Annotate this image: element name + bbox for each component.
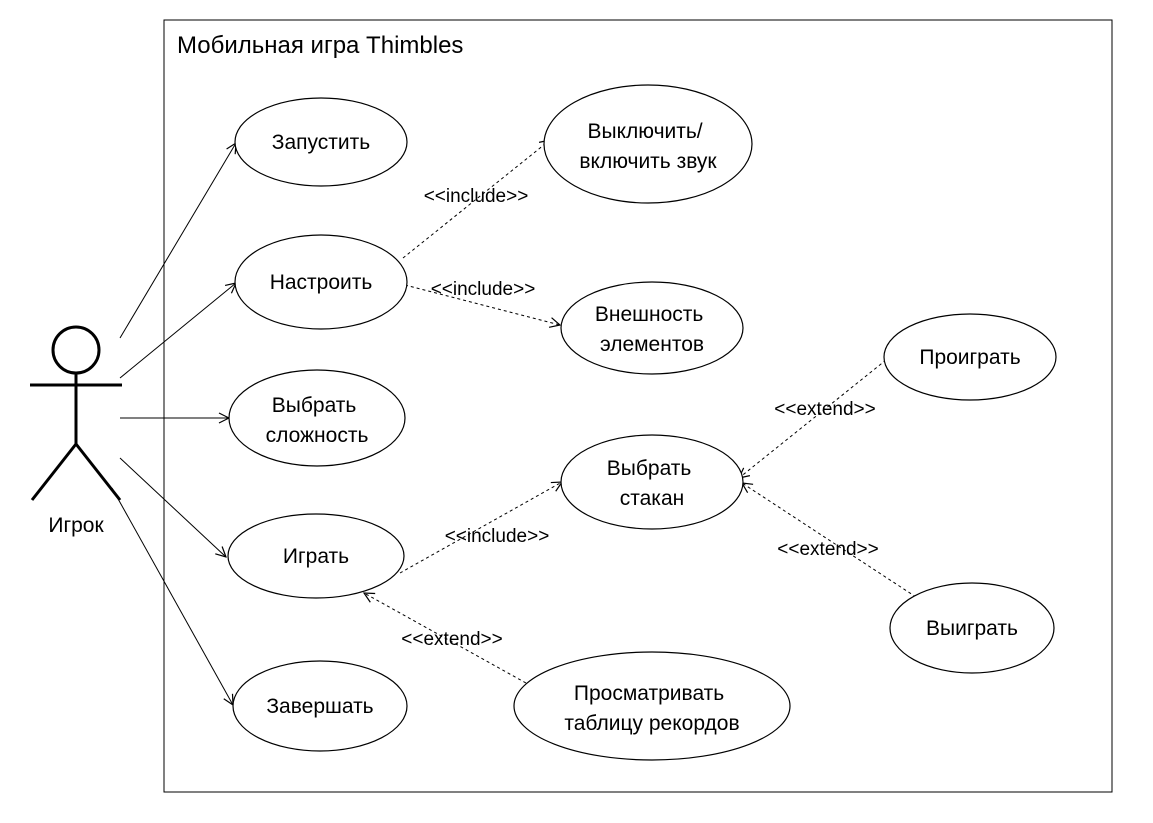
use-case-appearance: Внешность элементов	[560, 281, 744, 375]
use-case-finish-label: Завершать	[266, 695, 373, 718]
association-play	[119, 457, 226, 557]
svg-text:Выключить/ включить звук: Выключить/ включить звук	[579, 120, 717, 173]
use-case-choose-cup-label-1: Выбрать	[607, 457, 692, 480]
use-case-configure-label: Настроить	[270, 271, 373, 294]
actor: Игрок	[30, 325, 122, 537]
use-case-choose-cup: Выбрать стакан	[560, 434, 744, 530]
use-case-leaderboard: Просматривать таблицу рекордов	[513, 651, 791, 761]
use-case-toggle-sound-label-1: Выключить/	[588, 120, 703, 143]
use-case-leaderboard-label-1: Просматривать	[574, 682, 724, 705]
include-sound-line	[402, 140, 550, 259]
include-label-cup: <<include>>	[445, 526, 550, 547]
svg-text:Выбрать стакан: Выбрать стакан	[607, 457, 697, 510]
extend-label-win: <<extend>>	[777, 539, 878, 560]
extend-win-line	[742, 483, 917, 598]
svg-text:Просматривать таблицу ре: Просматривать таблицу рекордов	[564, 682, 739, 735]
use-case-lose: Проиграть	[883, 313, 1057, 401]
actor-associations	[111, 143, 236, 705]
use-case-toggle-sound: Выключить/ включить звук	[543, 84, 753, 204]
extend-leaderboard-line	[364, 593, 527, 684]
include-appearance-line	[404, 284, 560, 325]
use-case-play: Играть	[227, 513, 405, 599]
association-configure	[119, 283, 236, 379]
use-case-choose-difficulty-label-2: сложность	[266, 424, 369, 447]
include-cup-line	[399, 482, 562, 574]
svg-text:Настроить: Настроить	[270, 271, 373, 294]
extend-label-lose: <<extend>>	[774, 399, 875, 420]
use-case-win: Выиграть	[889, 582, 1055, 674]
svg-text:Выбрать сложность: Выбрать сложность	[266, 394, 369, 447]
use-case-leaderboard-label-2: таблицу рекордов	[564, 712, 739, 735]
use-case-appearance-label-2: элементов	[600, 333, 704, 356]
use-case-lose-label: Проиграть	[919, 346, 1020, 369]
use-case-finish: Завершать	[232, 660, 408, 752]
svg-text:Запустить: Запустить	[272, 131, 370, 154]
use-case-choose-difficulty: Выбрать сложность	[228, 369, 406, 467]
association-finish	[111, 487, 233, 705]
svg-text:Внешность элементов: Внешность элементов	[595, 303, 709, 356]
use-case-choose-cup-label-2: стакан	[620, 487, 685, 510]
use-case-launch-label: Запустить	[272, 131, 370, 154]
include-label-sound: <<include>>	[424, 186, 529, 207]
use-case-toggle-sound-label-2: включить звук	[579, 150, 717, 173]
include-label-appearance: <<include>>	[431, 279, 536, 300]
dependency-relations	[364, 140, 917, 684]
system-title: Мобильная игра Thimbles	[177, 32, 463, 59]
association-launch	[119, 143, 236, 339]
relation-labels: <<include>> <<include>> <<include>> <<ex…	[401, 186, 878, 650]
use-case-play-label: Играть	[283, 545, 349, 568]
svg-text:Проиграть: Проиграть	[919, 346, 1020, 369]
use-case-configure: Настроить	[234, 234, 408, 330]
use-case-choose-difficulty-label-1: Выбрать	[272, 394, 357, 417]
use-case-win-label: Выиграть	[926, 617, 1018, 640]
stick-figure-actor-icon	[30, 325, 122, 501]
actor-label: Игрок	[48, 514, 104, 537]
svg-text:Завершать: Завершать	[266, 695, 373, 718]
svg-text:Играть: Играть	[283, 545, 349, 568]
use-case-appearance-label-1: Внешность	[595, 303, 704, 326]
extend-label-leaderboard: <<extend>>	[401, 629, 502, 650]
extend-lose-line	[739, 359, 887, 478]
use-case-launch: Запустить	[234, 97, 408, 187]
svg-text:Выиграть: Выиграть	[926, 617, 1018, 640]
